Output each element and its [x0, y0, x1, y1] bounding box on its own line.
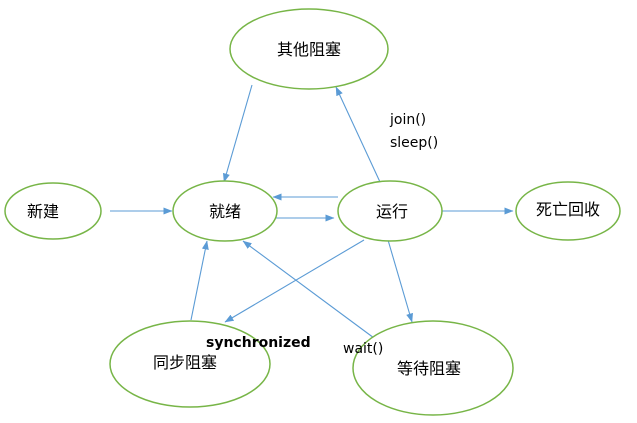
- node-ready-shape: [172, 180, 278, 242]
- node-new-label: 新建: [27, 202, 59, 221]
- edge-label-synchronized: synchronized: [206, 335, 311, 351]
- node-dead: 死亡回收: [515, 181, 621, 241]
- node-ready: 就绪: [172, 180, 278, 242]
- edge-label-sleep: sleep(): [390, 135, 438, 151]
- node-wait-blocked-label: 等待阻塞: [397, 359, 461, 378]
- node-ready-label: 就绪: [209, 202, 241, 221]
- node-new-shape: [4, 182, 102, 240]
- edge-running-to-other-blocked: [335, 86, 381, 183]
- edge-label-wait: wait(): [343, 341, 383, 357]
- node-wait-blocked: 等待阻塞: [352, 320, 514, 416]
- node-running-shape: [337, 180, 443, 242]
- node-sync-blocked-shape: [109, 320, 271, 408]
- node-dead-label: 死亡回收: [536, 200, 600, 219]
- node-other-blocked-shape: [229, 8, 389, 90]
- node-sync-blocked-label: 同步阻塞: [153, 353, 217, 372]
- node-dead-shape: [515, 181, 621, 241]
- edges: [110, 84, 514, 339]
- edge-running-to-sync-blocked: [224, 239, 365, 323]
- edge-sync-blocked-to-ready: [190, 240, 209, 321]
- node-wait-blocked-shape: [352, 320, 514, 416]
- edge-running-to-wait-blocked: [387, 239, 413, 323]
- edge-label-join: join(): [389, 112, 426, 128]
- edge-wait-blocked-to-ready: [242, 240, 375, 339]
- node-sync-blocked: 同步阻塞: [109, 320, 271, 408]
- node-other-blocked: 其他阻塞: [229, 8, 389, 90]
- edge-other-blocked-to-ready: [222, 84, 253, 183]
- node-running: 运行: [337, 180, 443, 242]
- node-new: 新建: [4, 182, 102, 240]
- node-other-blocked-label: 其他阻塞: [277, 40, 341, 59]
- node-running-label: 运行: [376, 202, 408, 221]
